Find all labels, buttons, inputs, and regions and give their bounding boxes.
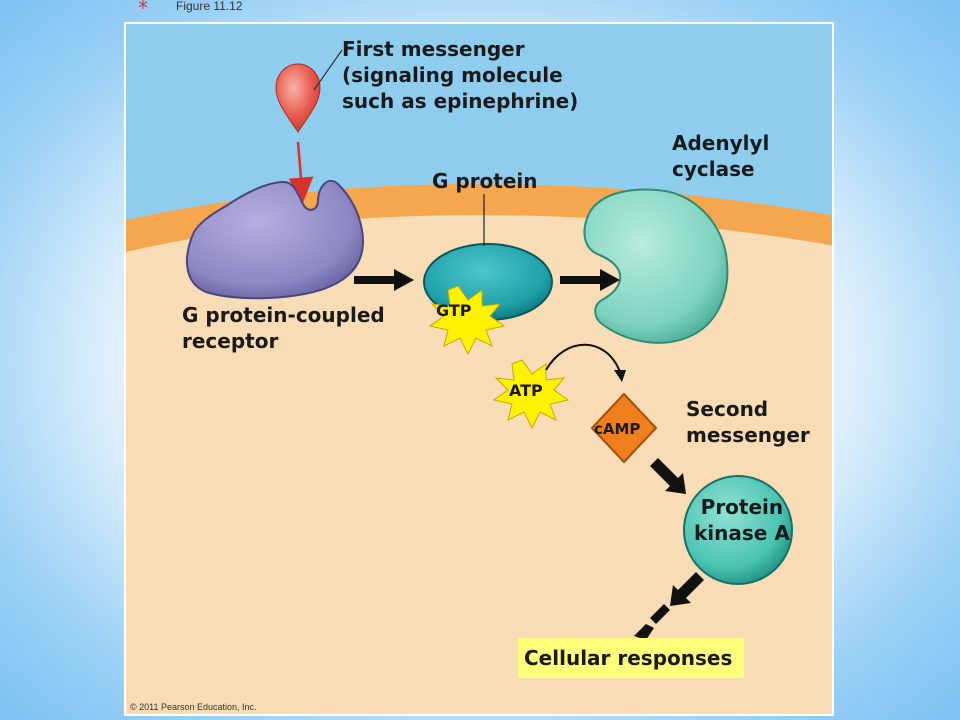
protein-kinase-a-label: Protein kinase A	[694, 495, 790, 545]
activation-arrow-2	[560, 269, 620, 291]
cellular-responses-label: Cellular responses	[524, 646, 733, 670]
first-messenger-leader	[313, 49, 343, 91]
signaling-diagram-panel: First messenger (signaling molecule such…	[124, 22, 834, 716]
diagram-canvas	[126, 24, 832, 640]
cellular-responses-box: Cellular responses	[518, 638, 744, 678]
protein-kinase-a	[683, 475, 793, 585]
second-messenger-label: Second messenger	[686, 397, 810, 447]
atp-to-camp-arrow	[545, 343, 621, 373]
adenylyl-cyclase	[583, 188, 729, 344]
response-arrow	[634, 572, 704, 640]
atp-burst	[492, 359, 570, 430]
first-messenger-molecule	[275, 63, 321, 203]
g-protein-label: G protein	[432, 169, 538, 193]
camp-to-kinase-arrow	[650, 458, 686, 494]
gtp-burst	[428, 285, 506, 356]
camp-label: cAMP	[594, 420, 641, 438]
gtp-label: GTP	[436, 301, 472, 320]
first-messenger-label: First messenger (signaling molecule such…	[342, 37, 579, 113]
activation-arrow-1	[354, 269, 414, 291]
receptor-label: G protein-coupled receptor	[182, 303, 385, 353]
g-protein-coupled-receptor	[185, 179, 364, 300]
adenylyl-cyclase-label: Adenylyl cyclase	[672, 131, 770, 181]
figure-label: Figure 11.12	[176, 0, 243, 13]
atp-label: ATP	[509, 381, 543, 400]
copyright-text: © 2011 Pearson Education, Inc.	[130, 702, 257, 712]
camp-diamond	[590, 392, 658, 464]
slide-bullet: *	[138, 0, 148, 20]
